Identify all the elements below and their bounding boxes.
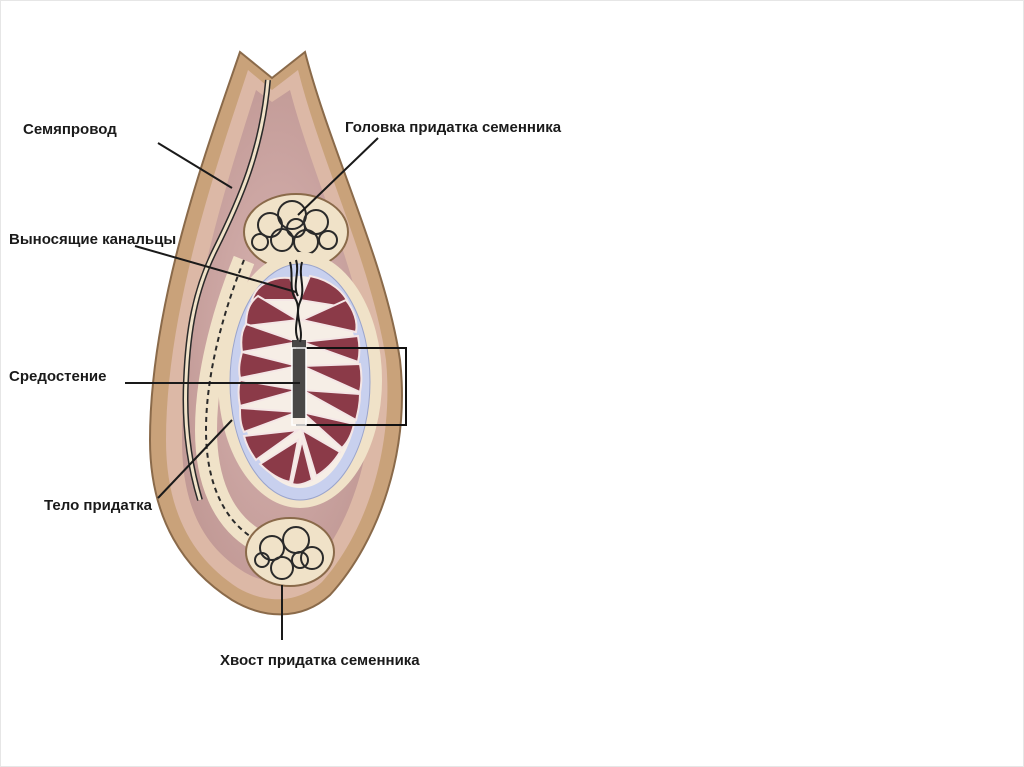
label-epididymis-head: Головка придатка семенника: [345, 119, 561, 137]
label-efferent-ducts: Выносящие канальцы: [9, 231, 176, 249]
mediastinum-core: [292, 340, 306, 418]
label-epididymis-tail: Хвост придатка семенника: [220, 652, 420, 670]
label-mediastinum: Средостение: [9, 368, 106, 386]
label-vas-deferens: Семяпровод: [23, 121, 117, 139]
label-epididymis-body: Тело придатка: [44, 497, 152, 515]
